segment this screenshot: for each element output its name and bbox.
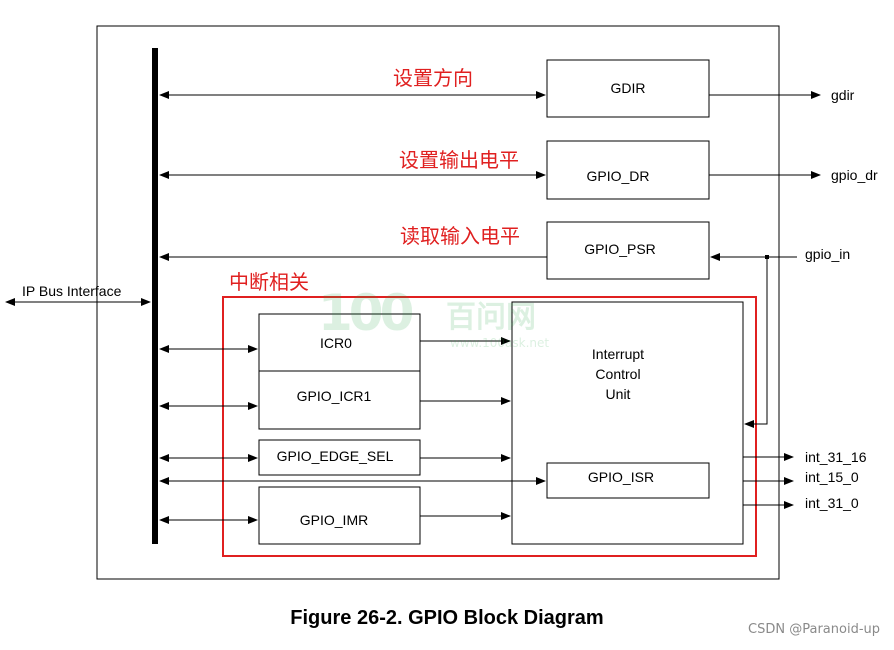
gpio-icr1-block	[258, 370, 421, 430]
gpio-imr-label: GPIO_IMR	[300, 512, 368, 528]
set-output-level-annotation: 设置输出电平	[399, 148, 519, 172]
ip-bus-label: IP Bus Interface	[22, 283, 122, 299]
interrupt-control-unit-block	[511, 301, 744, 545]
gpio-block-diagram: IP Bus Interface GDIR gdir 设置方向 GPIO_DR …	[5, 25, 878, 580]
icr0-label: ICR0	[320, 335, 352, 351]
gpio-dr-label: GPIO_DR	[586, 168, 649, 184]
gpio-edge-sel-block	[258, 439, 421, 476]
gpio-psr-label: GPIO_PSR	[584, 241, 656, 257]
gpio-dr-out-label: gpio_dr	[831, 167, 878, 183]
gpio-in-branch	[744, 257, 768, 428]
gpio-imr-block	[258, 486, 421, 545]
int-31-16-label: int_31_16	[805, 449, 867, 465]
interrupt-related-frame	[222, 296, 757, 557]
gpio-dr-block	[546, 140, 710, 200]
gpio-edge-sel-label: GPIO_EDGE_SEL	[277, 448, 394, 464]
watermark: 100 百问网 www.100ask.net	[318, 284, 588, 364]
set-direction-annotation: 设置方向	[393, 66, 473, 90]
interrupt-related-annotation: 中断相关	[229, 270, 309, 294]
gdir-out-label: gdir	[831, 87, 855, 103]
int-31-0-label: int_31_0	[805, 495, 859, 511]
watermark-brand: 百问网	[446, 300, 536, 335]
int-15-0-label: int_15_0	[805, 469, 859, 485]
gdir-label: GDIR	[611, 80, 646, 96]
read-input-level-annotation: 读取输入电平	[400, 224, 520, 248]
gpio-psr-block	[546, 221, 710, 280]
gpio-isr-block	[546, 462, 710, 499]
figure-caption: Figure 26-2. GPIO Block Diagram	[290, 607, 604, 629]
watermark-url: www.100ask.net	[450, 336, 550, 350]
interrupt-unit-line-3: Unit	[606, 386, 631, 402]
gpio-in-label: gpio_in	[805, 246, 850, 262]
ip-bus-bar	[152, 48, 158, 544]
csdn-credit: CSDN @Paranoid-up	[748, 622, 880, 637]
gpio-icr1-label: GPIO_ICR1	[297, 388, 372, 404]
gpio-isr-label: GPIO_ISR	[588, 469, 654, 485]
watermark-logo: 100	[318, 284, 414, 342]
gdir-block	[546, 59, 710, 118]
interrupt-unit-line-1: Interrupt	[592, 346, 644, 362]
icr0-block	[258, 313, 421, 372]
interrupt-unit-line-2: Control	[595, 366, 640, 382]
